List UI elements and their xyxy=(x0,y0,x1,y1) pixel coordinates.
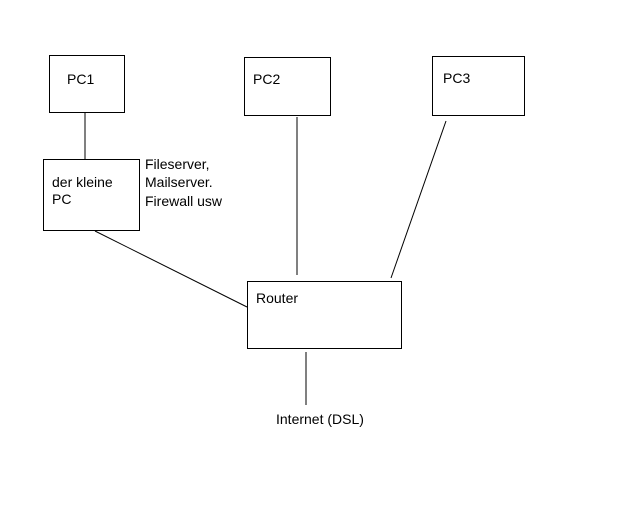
small-pc-label-line1: der kleine xyxy=(52,174,113,190)
router-node: Router xyxy=(247,281,402,349)
small-pc-node: der kleine PC xyxy=(43,159,140,231)
small-pc-roles-line3: Firewall usw xyxy=(145,193,223,209)
link-small-pc-router xyxy=(94,230,248,308)
small-pc-roles-line2: Mailserver. xyxy=(145,174,213,190)
pc3-label: PC3 xyxy=(443,70,471,86)
small-pc-label-line2: PC xyxy=(52,191,72,207)
pc1-label: PC1 xyxy=(67,71,95,87)
pc3-node: PC3 xyxy=(432,56,525,116)
pc2-label: PC2 xyxy=(253,71,281,87)
link-pc3-router xyxy=(390,120,447,279)
pc2-node: PC2 xyxy=(244,57,331,116)
pc1-node: PC1 xyxy=(49,55,125,113)
small-pc-roles-line1: Fileserver, xyxy=(145,156,210,172)
internet-uplink-label: Internet (DSL) xyxy=(276,411,364,427)
router-label: Router xyxy=(256,290,299,306)
